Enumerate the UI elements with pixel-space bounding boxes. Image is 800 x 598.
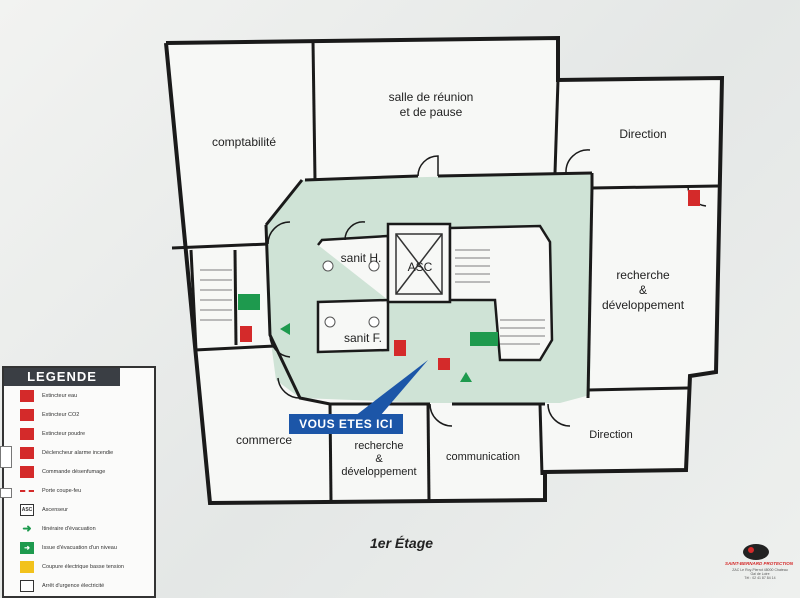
room-sanit-h: sanit H. [340, 251, 382, 265]
outer-wall [164, 35, 725, 506]
legend-item: Commande désenfumage [4, 462, 154, 481]
legend-item: Porte coupe-feu [4, 481, 154, 500]
emergency-exit-icon: ➜ [20, 541, 34, 554]
extinguisher-icon [394, 340, 406, 356]
legend-panel: LEGENDE Extincteur eau Extincteur CO2 Ex… [2, 366, 156, 598]
fire-door-icon [20, 489, 34, 492]
room-recherche-bottom-line1: recherche [354, 440, 404, 452]
room-recherche-right: recherche & développement [588, 268, 698, 313]
room-commerce: commerce [235, 433, 292, 447]
legend-title: LEGENDE [4, 368, 120, 386]
room-recherche-right-line3: développement [601, 298, 685, 312]
elevator-icon: ASC [20, 503, 34, 516]
legend-item-label: Arrêt d'urgence électricité [42, 582, 105, 589]
room-recherche-bottom: recherche & développement [330, 440, 428, 479]
toilet-fixtures [322, 260, 380, 328]
neighbor-panel-edge [0, 488, 12, 498]
extinguisher-icon [240, 326, 252, 342]
legend-item: ➜ Itinéraire d'évacuation [4, 519, 154, 538]
company-phone: Tél : 02 41 87 84 14 [744, 576, 776, 580]
left-stairs [200, 269, 232, 321]
legend-item-label: Extincteur eau [42, 392, 78, 399]
you-are-here-pointer [355, 360, 428, 416]
fire-alarm-icon [438, 358, 450, 370]
room-recherche-bottom-line2: & [375, 453, 383, 465]
legend-item-label: Extincteur poudre [42, 430, 86, 437]
room-salle-reunion: salle de réunion et de pause [368, 90, 494, 120]
legend-item-label: Coupure électrique basse tension [42, 563, 124, 570]
extinguisher-water-icon [20, 389, 34, 402]
room-salle-reunion-line2: et de pause [399, 105, 463, 119]
room-recherche-right-line1: recherche [616, 268, 670, 282]
room-sanit-f: sanit F. [343, 331, 382, 345]
legend-item: Extincteur poudre [4, 424, 154, 443]
extinguisher-co2-icon [20, 408, 34, 421]
company-logo-icon [743, 544, 769, 560]
legend-item-label: Issue d'évacuation d'un niveau [42, 544, 117, 551]
room-comptabilite: comptabilité [211, 135, 277, 149]
room-asc: ASC [407, 260, 433, 274]
emergency-stop-icon [20, 579, 34, 592]
room-salle-reunion-line1: salle de réunion [388, 90, 474, 104]
legend-item: Arrêt d'urgence électricité [4, 576, 154, 595]
emergency-exit-icon [238, 294, 260, 310]
extinguisher-powder-icon [20, 427, 34, 440]
legend-item: Déclencheur alarme incendie [4, 443, 154, 462]
elevator-shaft [395, 233, 443, 295]
you-are-here-label: VOUS ETES ICI [289, 414, 403, 434]
fire-alarm-icon [20, 446, 34, 459]
smoke-control-icon [20, 465, 34, 478]
evacuation-arrow-icon [280, 323, 290, 335]
power-cut-icon [20, 560, 34, 573]
legend-item: ➜ Issue d'évacuation d'un niveau [4, 538, 154, 557]
legend-item: Extincteur eau [4, 386, 154, 405]
legend-item-label: Extincteur CO2 [42, 411, 80, 418]
room-recherche-right-line2: & [638, 283, 647, 297]
neighbor-panel-edge [0, 446, 12, 468]
legend-item-label: Porte coupe-feu [42, 487, 82, 494]
legend-item: Extincteur CO2 [4, 405, 154, 424]
interior-walls [171, 40, 719, 502]
company-logo-name: SAINT-BERNARD PROTECTION [724, 561, 793, 566]
legend-item: ASC Ascenseur [4, 500, 154, 519]
room-recherche-bottom-line3: développement [341, 466, 417, 478]
extinguisher-icon [688, 190, 700, 206]
legend-item-label: Déclencheur alarme incendie [42, 449, 114, 456]
room-communication: communication [446, 451, 520, 463]
company-address: ZAC Le Roy-Pierrot 48000 Chateau Gai de … [730, 568, 790, 580]
legend-item-label: Itinéraire d'évacuation [42, 525, 96, 532]
safety-signs [238, 190, 700, 382]
evacuation-arrow-icon [460, 372, 472, 382]
legend-item: Coupure électrique basse tension [4, 557, 154, 576]
room-direction-bottom: Direction [589, 429, 633, 441]
center-stairs [455, 249, 545, 345]
company-address-line: ZAC Le Roy-Pierrot 48000 Chateau Gai de … [732, 568, 788, 576]
floor-title: 1er Étage [370, 535, 434, 551]
emergency-exit-icon [470, 332, 498, 346]
evacuation-arrow-icon: ➜ [22, 523, 32, 535]
legend-item-label: Ascenseur [42, 506, 68, 513]
room-direction-top: Direction [619, 127, 667, 141]
legend-item-label: Commande désenfumage [42, 468, 106, 475]
